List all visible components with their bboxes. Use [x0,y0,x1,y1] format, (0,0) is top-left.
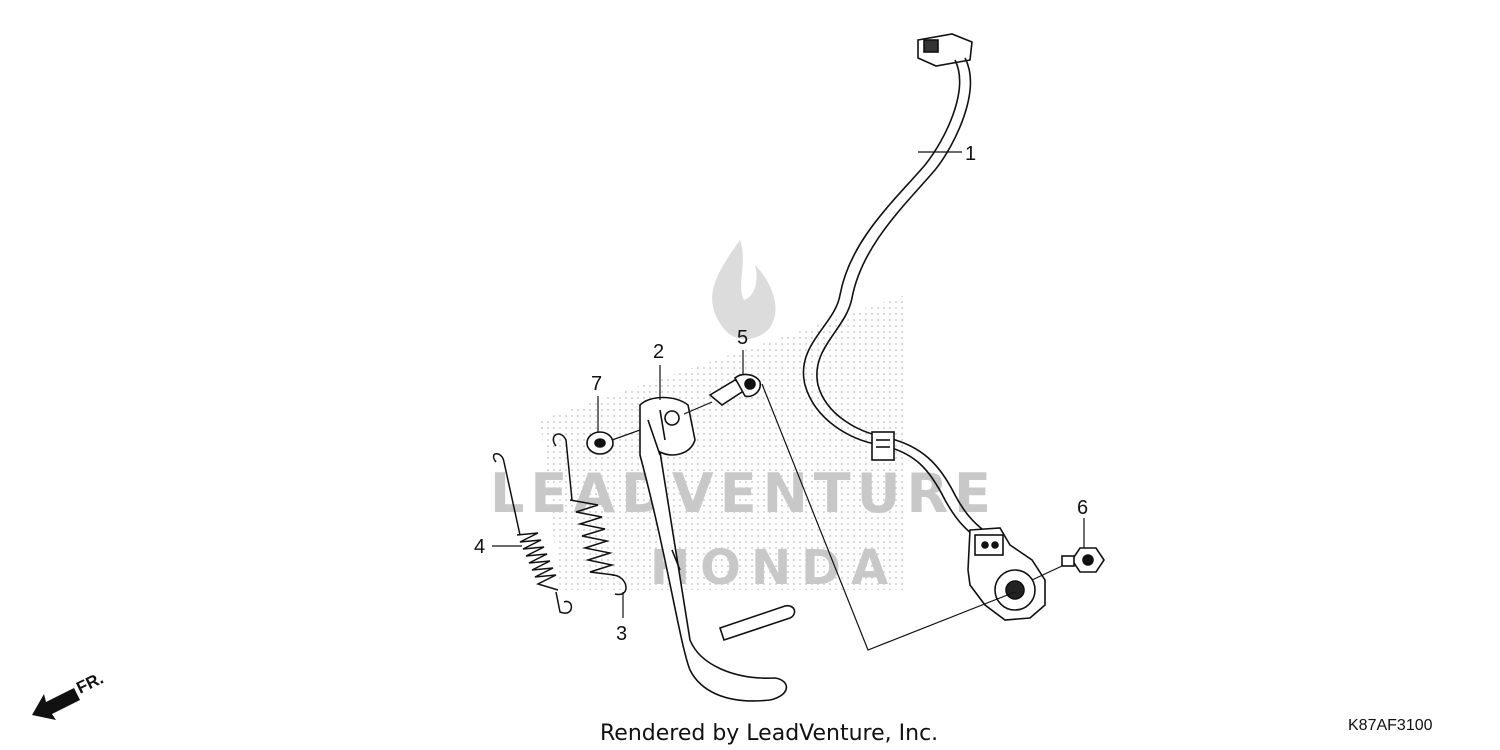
switch-cable [802,59,981,541]
rendered-by-credit: Rendered by LeadVenture, Inc. [600,721,938,746]
leader-5-to-stand [683,401,713,415]
part-6-bolt[interactable] [1061,547,1105,573]
watermark-flame-icon [712,240,776,339]
part-4-spring-outer[interactable] [492,453,573,614]
callout-3[interactable]: 3 [616,623,627,645]
callout-7[interactable]: 7 [591,373,602,395]
front-label: FR. [73,669,106,698]
part-5-pivot-bolt[interactable] [708,373,762,406]
part-7-nut[interactable] [586,431,614,455]
watermark: LEADVENTURE HONDA [490,240,997,596]
leader-6 [1031,565,1063,581]
watermark-honda-text: HONDA [650,540,898,596]
leader-7-to-stand [611,429,641,441]
watermark-leadventure-text: LEADVENTURE [490,462,997,525]
callout-4[interactable]: 4 [474,536,485,558]
callout-2[interactable]: 2 [653,341,664,363]
part-2-side-stand[interactable] [639,396,796,702]
arrow-icon [32,688,80,720]
diagram-code: K87AF3100 [1348,717,1433,734]
cable-clip [871,431,895,461]
callout-5[interactable]: 5 [737,327,748,349]
watermark-dotted-wing [540,295,905,590]
leader-5-to-switch [761,383,1016,651]
front-direction-indicator: FR. [32,669,106,720]
callout-1[interactable]: 1 [965,143,976,165]
part-3-spring-inner[interactable] [552,433,627,596]
part-1-side-stand-switch[interactable] [802,33,1046,621]
callout-6[interactable]: 6 [1077,497,1088,519]
